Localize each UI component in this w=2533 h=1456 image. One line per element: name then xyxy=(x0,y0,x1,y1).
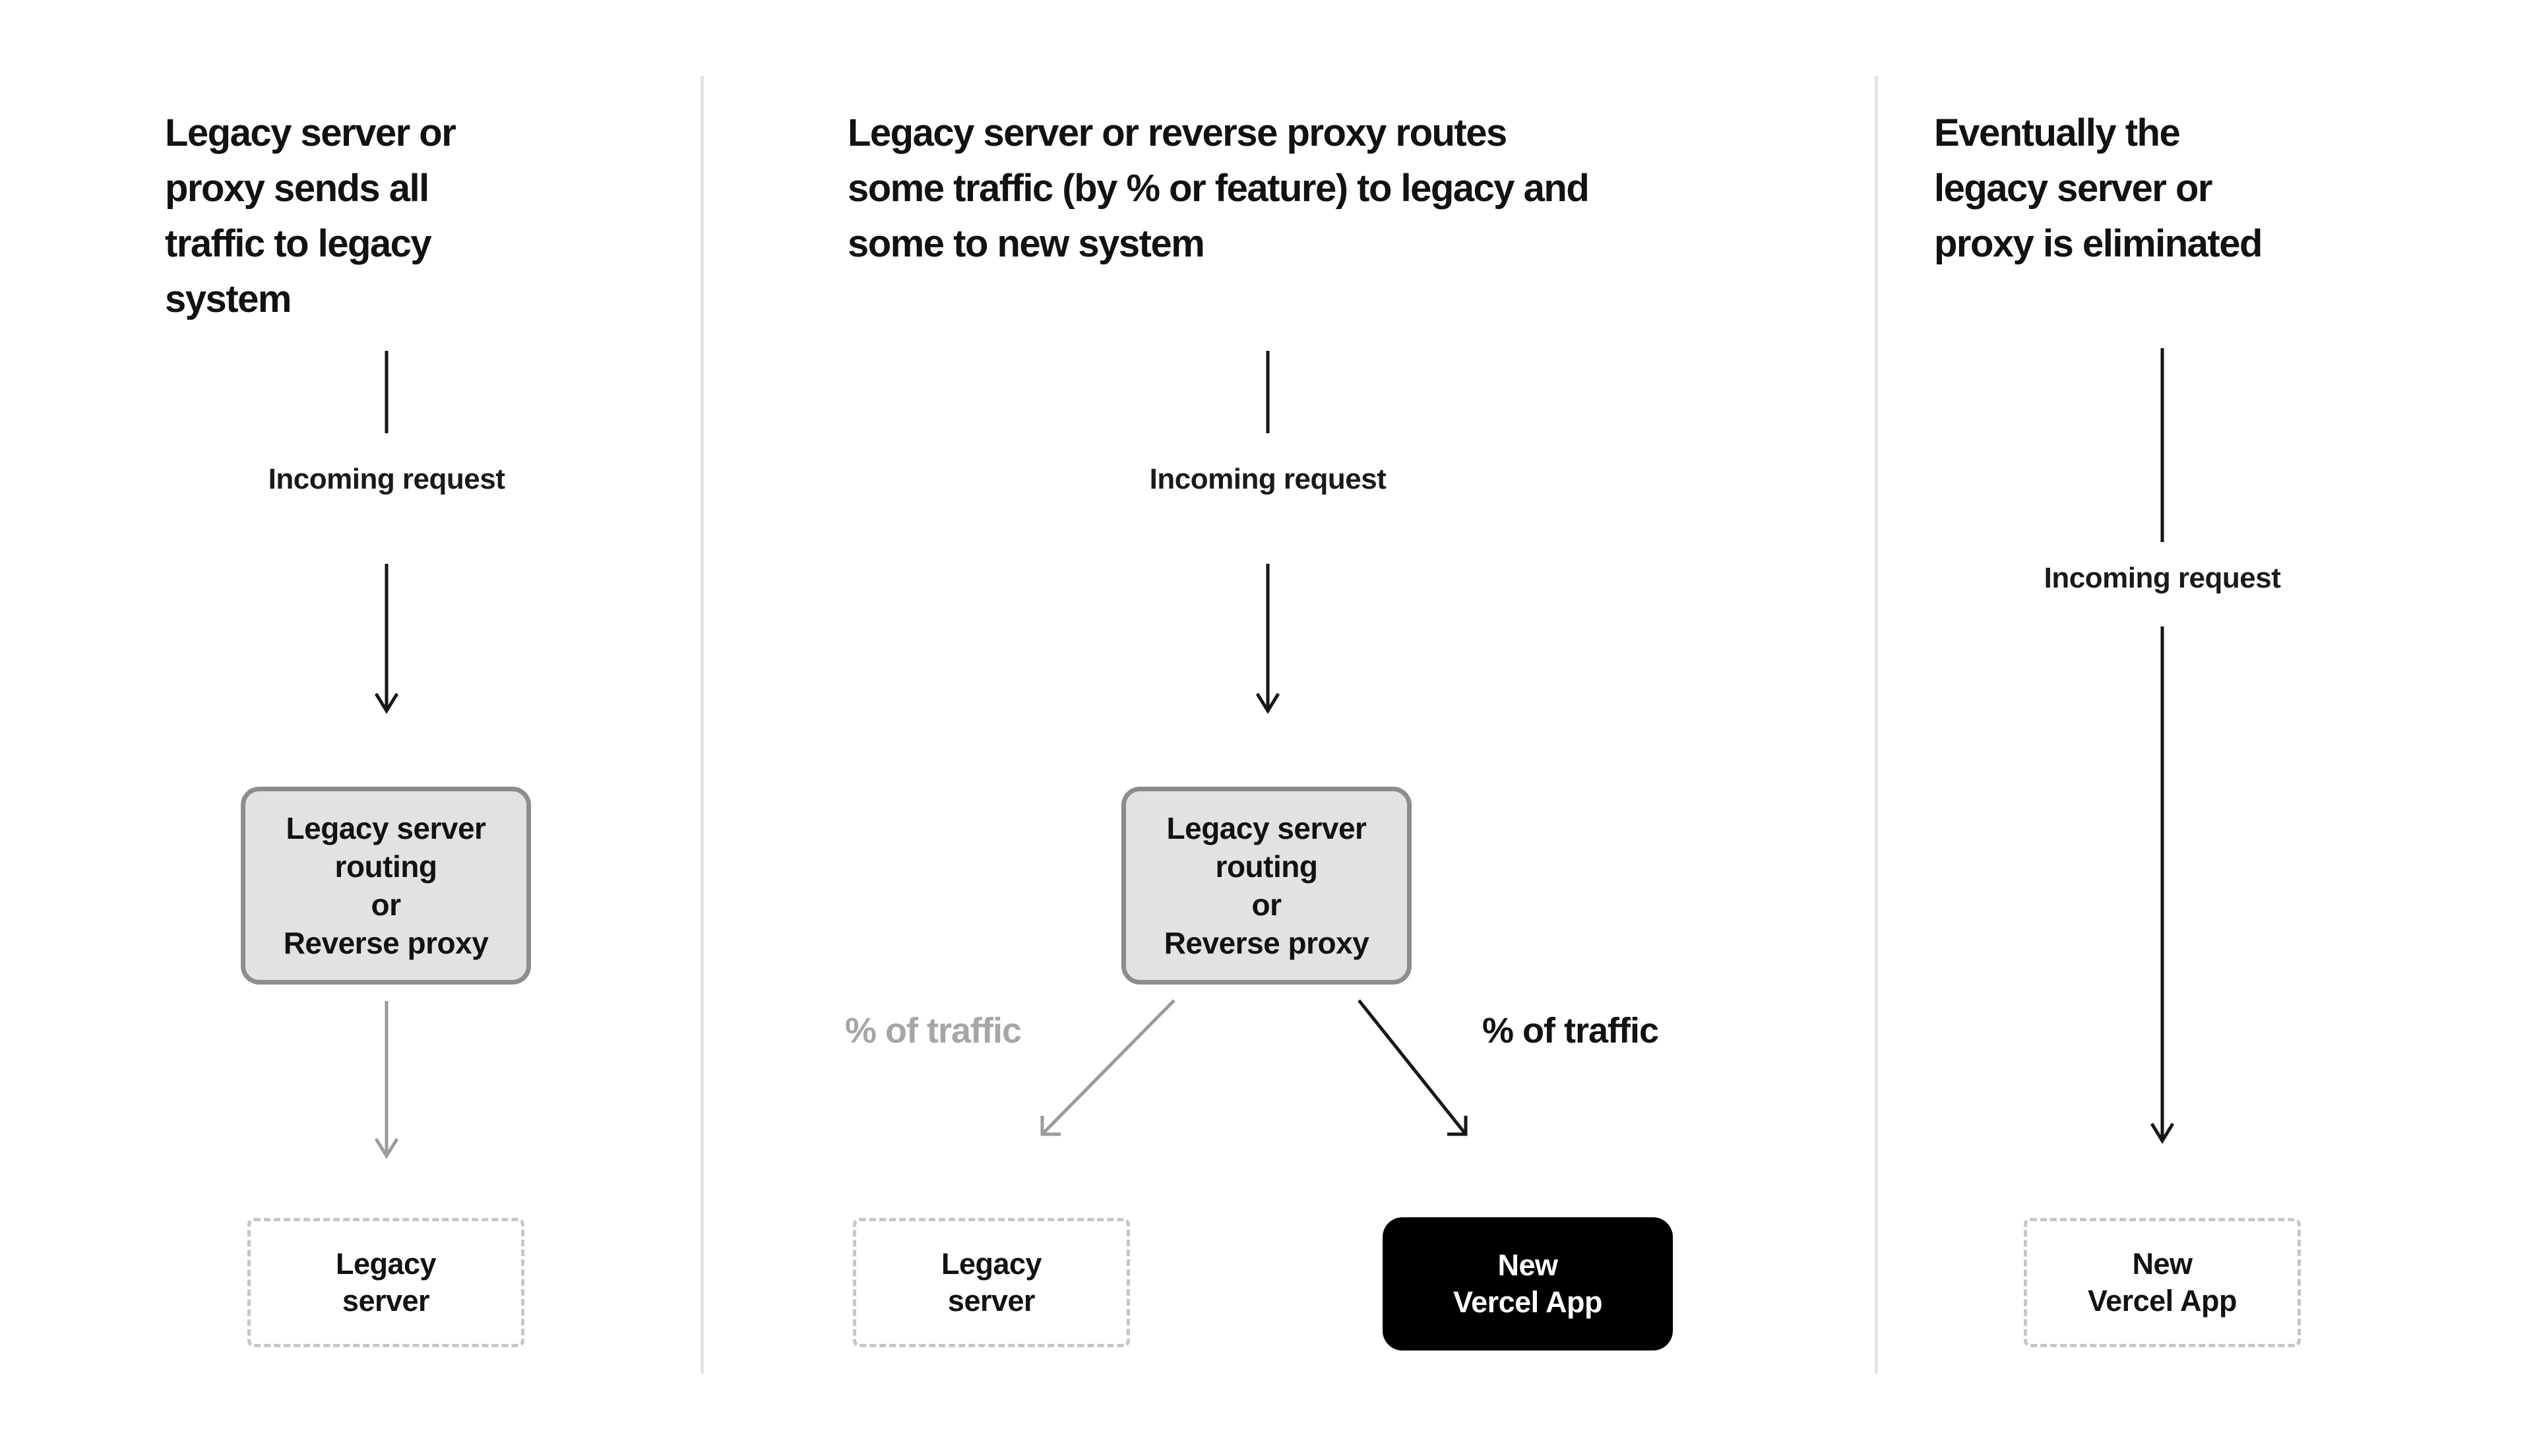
heading-line: system xyxy=(165,278,292,320)
routing-box-line: Legacy server xyxy=(286,811,486,845)
stage2-to-vercel-diagonal-arrow xyxy=(1358,999,1468,1136)
vercel-box-line: Vercel App xyxy=(2088,1284,2237,1318)
legacy-box-line: server xyxy=(947,1284,1036,1318)
stage2-traffic-percent-label-legacy: % of traffic xyxy=(844,1011,1022,1050)
stage3-new-vercel-app-box: New Vercel App xyxy=(2024,1218,2301,1347)
heading-line: legacy server or xyxy=(1934,167,2212,210)
vercel-box-line: New xyxy=(1497,1248,1558,1282)
stage2-incoming-request-label: Incoming request xyxy=(1149,463,1387,495)
legacy-box-line: Legacy xyxy=(941,1247,1042,1281)
stage2-heading: Legacy server or reverse proxy routes so… xyxy=(848,106,1590,272)
heading-line: some traffic (by % or feature) to legacy… xyxy=(848,167,1590,210)
stage2-new-vercel-app-box: New Vercel App xyxy=(1383,1217,1673,1350)
routing-box-line: Reverse proxy xyxy=(1164,926,1369,960)
vercel-box-line: Vercel App xyxy=(1453,1285,1602,1319)
routing-box-line: routing xyxy=(1215,849,1318,884)
stage1-to-legacy-arrow xyxy=(374,1001,399,1159)
stage1-legacy-server-box: Legacy server xyxy=(247,1218,524,1347)
vercel-box-line: New xyxy=(2132,1247,2193,1281)
stage2-to-legacy-diagonal-arrow xyxy=(1040,999,1175,1136)
heading-line: proxy sends all xyxy=(165,167,429,210)
column-divider-1 xyxy=(701,76,704,1374)
heading-line: traffic to legacy xyxy=(165,222,432,265)
stage1-request-arrow xyxy=(374,564,399,714)
stage2-routing-box: Legacy server routing or Reverse proxy xyxy=(1121,787,1412,985)
stage2-request-arrow xyxy=(1255,564,1280,714)
routing-box-line: routing xyxy=(334,849,437,884)
legacy-box-line: Legacy xyxy=(335,1247,437,1281)
stage2-legacy-server-box: Legacy server xyxy=(853,1218,1130,1347)
heading-line: Eventually the xyxy=(1934,111,2181,154)
stage1-routing-box: Legacy server routing or Reverse proxy xyxy=(241,787,531,985)
stage3-incoming-request-label: Incoming request xyxy=(2044,562,2281,594)
routing-box-line: or xyxy=(371,888,402,922)
routing-box-line: Reverse proxy xyxy=(283,926,489,960)
heading-line: Legacy server or xyxy=(165,111,456,154)
stage2-traffic-percent-label-vercel: % of traffic xyxy=(1482,1011,1659,1050)
routing-box-line: or xyxy=(1251,888,1282,922)
stage1-incoming-request-label: Incoming request xyxy=(268,463,505,495)
stage1-heading: Legacy server or proxy sends all traffic… xyxy=(165,106,456,327)
heading-line: proxy is eliminated xyxy=(1934,222,2263,265)
stage3-heading: Eventually the legacy server or proxy is… xyxy=(1934,106,2263,272)
legacy-box-line: server xyxy=(342,1284,430,1318)
heading-line: Legacy server or reverse proxy routes xyxy=(848,111,1507,154)
stage3-request-arrow xyxy=(2150,626,2175,1144)
routing-box-line: Legacy server xyxy=(1166,811,1367,845)
column-divider-2 xyxy=(1875,76,1878,1374)
heading-line: some to new system xyxy=(848,222,1205,265)
